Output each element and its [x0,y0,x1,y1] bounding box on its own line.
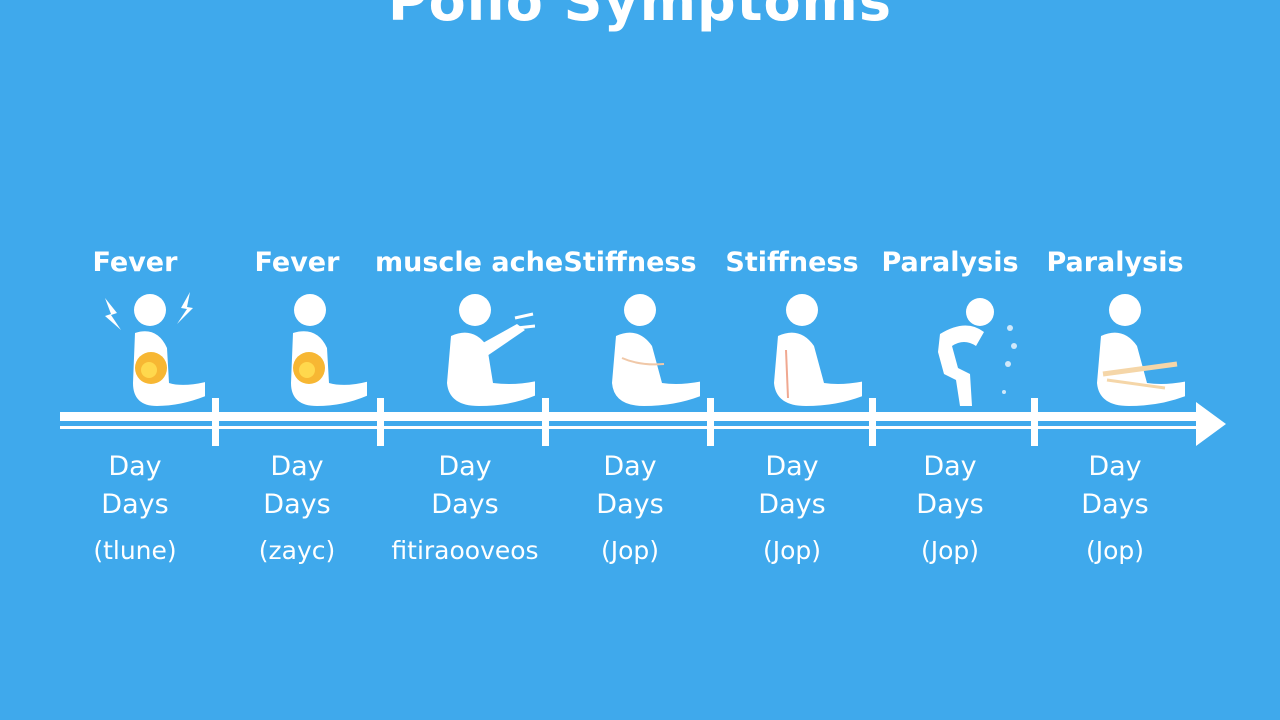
stage-label: Fever [254,247,340,278]
duration-note: fitiraooveos [391,536,539,565]
stage-label: Paralysis [881,247,1019,278]
stage-1: Fever [45,244,225,418]
duration-note: (Jop) [920,536,980,565]
day-label: Day [1088,451,1142,482]
timeline-tick [377,398,384,446]
stage-label: muscle ache [375,247,564,278]
duration-note: (tlune) [93,536,177,565]
stage-label: Paralysis [1046,247,1184,278]
sitting-person-stiffness-icon [612,294,700,406]
days-label: Days [431,489,499,520]
stage-6: Paralysis [860,244,1040,418]
day-label: Day [765,451,819,482]
sitting-person-paralysis-icon [1097,294,1185,406]
duration-note: (zayc) [258,536,336,565]
timeline-tick [212,398,219,446]
stage-2: Fever [207,244,387,418]
days-label: Days [1081,489,1149,520]
stage-label: Stiffness [563,247,697,278]
day-label: Day [438,451,492,482]
day-label: Day [603,451,657,482]
timeline-arrow [60,402,1226,446]
stage-5: Stiffness [702,244,882,418]
duration-note: (Jop) [762,536,822,565]
stage-label: Fever [92,247,178,278]
stage-1-days: Day Days (tlune) [45,448,225,570]
day-label: Day [270,451,324,482]
days-label: Days [263,489,331,520]
days-label: Days [758,489,826,520]
timeline-tick [1031,398,1038,446]
bent-person-paralysis-icon [938,298,1017,406]
sitting-person-fever-icon [105,292,205,406]
sitting-person-fever-icon [291,294,367,406]
timeline-ticks [212,398,1038,446]
stage-4: Stiffness [540,244,720,418]
days-label: Days [916,489,984,520]
stage-label: Stiffness [725,247,859,278]
timeline-tick [707,398,714,446]
timeline-tick [542,398,549,446]
sitting-person-stiffness-icon [774,294,862,406]
timeline-tick [869,398,876,446]
stage-6-days: Day Days (Jop) [860,448,1040,570]
duration-note: (Jop) [600,536,660,565]
page-title: Polio Symptoms [388,0,892,33]
day-label: Day [923,451,977,482]
stage-7: Paralysis [1025,244,1205,418]
stage-3-days: Day Days fitiraooveos [375,448,555,570]
stage-5-days: Day Days (Jop) [702,448,882,570]
person-muscle-ache-icon [447,294,535,406]
stage-4-days: Day Days (Jop) [540,448,720,570]
days-label: Days [596,489,664,520]
stage-7-days: Day Days (Jop) [1025,448,1205,570]
duration-note: (Jop) [1085,536,1145,565]
stage-3: muscle ache [375,244,564,418]
days-label: Days [101,489,169,520]
stage-2-days: Day Days (zayc) [207,448,387,570]
day-label: Day [108,451,162,482]
